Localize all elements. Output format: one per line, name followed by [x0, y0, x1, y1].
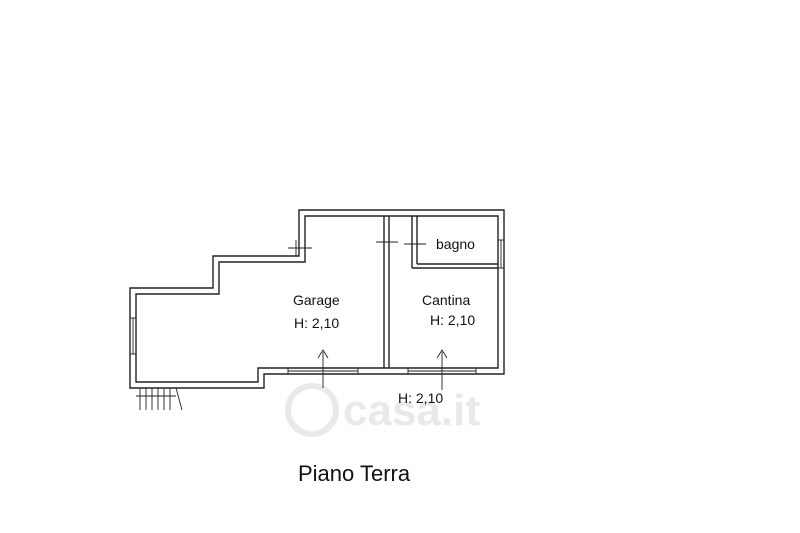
room-height-cantina: H: 2,10	[430, 312, 475, 328]
interior-walls	[383, 216, 498, 368]
room-label-cantina: Cantina	[422, 292, 470, 308]
outer-walls	[129, 209, 505, 389]
watermark-text: casa.it	[343, 386, 480, 435]
stairs-icon	[136, 387, 183, 411]
room-label-garage: Garage	[293, 292, 340, 308]
room-height-garage: H: 2,10	[294, 315, 339, 331]
room-label-bagno: bagno	[436, 236, 475, 252]
entry-arrows	[317, 349, 448, 390]
outside-height: H: 2,10	[398, 390, 443, 406]
wall-ticks	[288, 240, 426, 256]
watermark: casa.it	[285, 383, 480, 437]
floor-title: Piano Terra	[298, 461, 411, 486]
watermark-logo-icon	[285, 383, 339, 437]
